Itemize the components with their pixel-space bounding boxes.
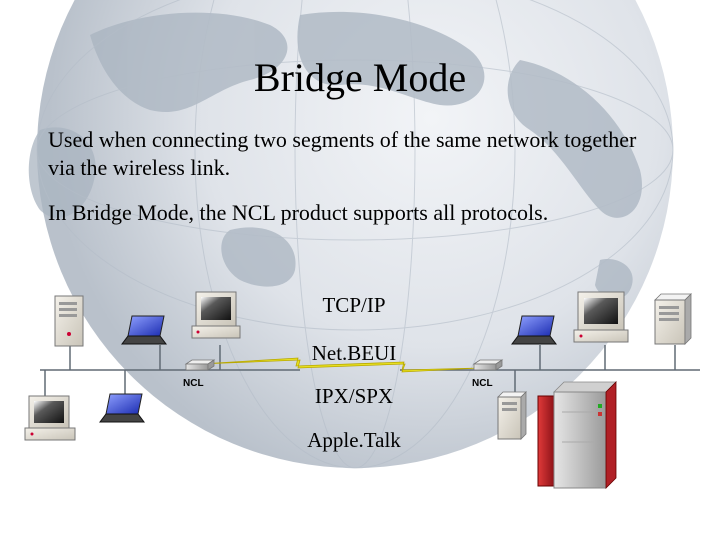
- intro-paragraph: Used when connecting two segments of the…: [48, 127, 637, 180]
- tower-server-icon: [497, 391, 527, 440]
- ncl-bridge-left-icon: [184, 359, 216, 371]
- desktop-computer-icon: [24, 395, 76, 441]
- protocol-ipxspx: IPX/SPX: [314, 384, 394, 408]
- mainframe-server-icon: [537, 381, 617, 489]
- ncl-left-label: NCL: [183, 378, 204, 389]
- ncl-bridge-right-icon: [472, 359, 504, 371]
- protocol-tcpip: TCP/IP: [322, 293, 386, 317]
- laptop-icon: [511, 315, 557, 345]
- desktop-computer-icon: [191, 291, 241, 339]
- protocol-netbeui: Net.BEUI: [311, 341, 397, 365]
- ncl-right-label: NCL: [472, 378, 493, 389]
- protocol-appletalk: Apple.Talk: [307, 428, 401, 452]
- protocols-paragraph: In Bridge Mode, the NCL product supports…: [48, 200, 549, 225]
- laptop-icon: [121, 315, 167, 345]
- tower-server-icon: [654, 293, 692, 345]
- laptop-icon: [99, 393, 145, 423]
- slide-title: Bridge Mode: [253, 55, 467, 100]
- tower-server-icon: [54, 295, 84, 347]
- desktop-computer-icon: [573, 291, 629, 343]
